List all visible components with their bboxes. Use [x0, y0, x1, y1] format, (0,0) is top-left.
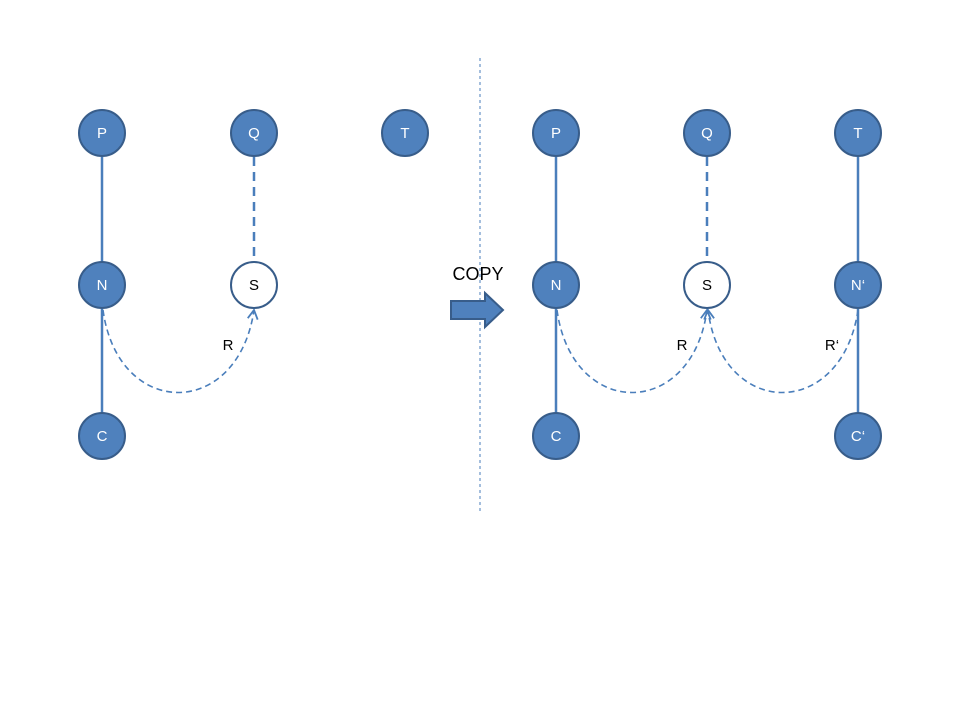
node-p: P [532, 109, 580, 157]
node-p: P [78, 109, 126, 157]
node-label: N [97, 277, 108, 294]
copy-label: COPY [452, 264, 503, 284]
node-label: T [400, 125, 409, 142]
node-t: T [381, 109, 429, 157]
dashed-arc-r [556, 308, 712, 394]
node-label: Q [248, 125, 260, 142]
node-c: C [532, 412, 580, 460]
node-label: C‘ [851, 428, 865, 445]
node-n: N [78, 261, 126, 309]
node-label: C [97, 428, 108, 445]
node-s: S [230, 261, 278, 309]
node-label: S [702, 277, 712, 294]
node-t: T [834, 109, 882, 157]
node-label: Q [701, 125, 713, 142]
dashed-arc-r2 [703, 308, 859, 394]
node-q: Q [230, 109, 278, 157]
node-label: C [551, 428, 562, 445]
node-label: N [551, 277, 562, 294]
dashed-arc-r [102, 308, 259, 394]
node-label: T [853, 125, 862, 142]
copy-arrow: COPY [450, 264, 505, 330]
node-label: S [249, 277, 259, 294]
right-panel: P Q T N S N‘ C C‘ R R‘ [532, 109, 882, 460]
node-c: C [78, 412, 126, 460]
node-n2: N‘ [834, 261, 882, 309]
node-n: N [532, 261, 580, 309]
node-q: Q [683, 109, 731, 157]
node-label: N‘ [851, 277, 865, 294]
node-s: S [683, 261, 731, 309]
node-c2: C‘ [834, 412, 882, 460]
node-label: P [97, 125, 107, 142]
edge-label-r: R [223, 337, 234, 354]
edge-label-r2: R‘ [825, 337, 839, 354]
edge-label-r: R [677, 337, 688, 354]
right-arrow-icon [450, 290, 505, 330]
left-panel: P Q T N S C R [78, 109, 429, 460]
node-label: P [551, 125, 561, 142]
